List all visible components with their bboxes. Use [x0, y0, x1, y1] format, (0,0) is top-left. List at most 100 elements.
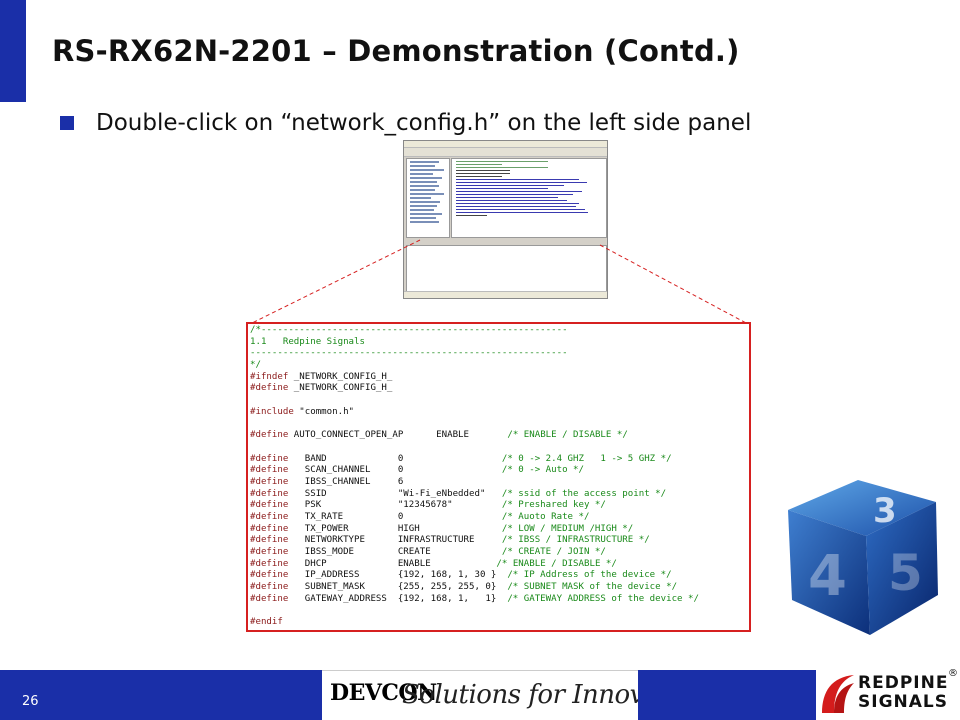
code-comment: /* SUBNET MASK of the device */: [507, 582, 678, 593]
code-directive: #define: [250, 512, 289, 522]
code-comment: /* 0 -> 2.4 GHZ 1 -> 5 GHZ */: [501, 453, 672, 464]
code-comment: /* Preshared key */: [501, 500, 606, 511]
redpine-line2: SIGNALS: [858, 692, 948, 712]
code-macro-name: TX_POWER: [288, 523, 398, 534]
code-directive: #define: [250, 476, 289, 487]
code-line: #define PSK "12345678" /* Preshared key …: [250, 500, 749, 512]
code-macro-name: DHCP: [288, 558, 398, 569]
redpine-line1: REDPINE: [858, 673, 949, 693]
code-line: /*--------------------------------------…: [250, 325, 749, 337]
code-directive: #include: [250, 406, 294, 417]
code-line: [250, 419, 749, 431]
renesas-cube-logo: 3 4 5: [788, 480, 938, 635]
code-comment: /* ENABLE / DISABLE */: [496, 558, 617, 569]
code-macro-value: "Wi-Fi_eNbedded": [397, 488, 502, 499]
svg-text:4: 4: [808, 544, 847, 609]
footer-center-band: [322, 670, 638, 720]
code-line: #include "common.h": [250, 407, 749, 419]
code-macro-value: HIGH: [397, 523, 502, 534]
svg-text:3: 3: [873, 491, 897, 531]
code-comment: /* IP Address of the device */: [507, 570, 672, 581]
title-accent-bar: [0, 0, 26, 102]
code-directive: #define: [250, 500, 289, 511]
code-line: #define SUBNET_MASK {255, 255, 255, 0} /…: [250, 582, 749, 594]
bullet-item: Double-click on “network_config.h” on th…: [60, 110, 751, 136]
code-text: "common.h": [293, 406, 355, 417]
code-comment: 1.1 Redpine Signals: [250, 336, 365, 347]
code-directive: #endif: [250, 617, 283, 628]
code-comment: /* ssid of the access point */: [501, 488, 667, 499]
code-line: #define SCAN_CHANNEL 0 /* 0 -> Auto */: [250, 465, 749, 477]
code-macro-name: IBSS_MODE: [288, 547, 398, 558]
svg-text:5: 5: [888, 544, 923, 602]
footer-left-band: [0, 670, 322, 720]
code-comment: /* GATEWAY ADDRESS of the device */: [507, 593, 699, 604]
code-line: #define GATEWAY_ADDRESS {192, 168, 1, 1}…: [250, 594, 749, 606]
code-macro-value: {255, 255, 255, 0}: [397, 582, 508, 593]
ide-status-bar: [404, 291, 607, 298]
code-line: #define SSID "Wi-Fi_eNbedded" /* ssid of…: [250, 489, 749, 501]
ide-toolbar: [404, 148, 607, 157]
code-line: #ifndef _NETWORK_CONFIG_H_: [250, 372, 749, 384]
redpine-wordmark: REDPINE SIGNALS: [858, 674, 948, 712]
code-directive: #define: [250, 582, 289, 593]
code-macro-name: TX_RATE: [288, 512, 398, 522]
code-macro-value: 0: [397, 465, 502, 476]
code-comment: /* ENABLE / DISABLE */: [507, 430, 628, 441]
code-line: #define AUTO_CONNECT_OPEN_AP ENABLE /* E…: [250, 430, 749, 442]
code-macro-name: AUTO_CONNECT_OPEN_AP: [288, 430, 437, 441]
bullet-text: Double-click on “network_config.h” on th…: [96, 110, 752, 136]
code-comment: /* 0 -> Auto */: [501, 465, 584, 476]
code-comment: /* LOW / MEDIUM /HIGH */: [501, 523, 634, 534]
code-directive: #define: [250, 383, 289, 394]
bullet-square-icon: [60, 116, 74, 130]
code-line: [250, 606, 749, 618]
redpine-swirl-icon: [822, 675, 854, 713]
code-directive: #define: [250, 547, 289, 558]
code-macro-value: "12345678": [397, 500, 502, 511]
code-directive: #define: [250, 523, 289, 534]
code-line: #define DHCP ENABLE /* ENABLE / DISABLE …: [250, 559, 749, 571]
code-macro-name: SSID: [288, 488, 398, 499]
registered-mark: ®: [948, 668, 958, 679]
code-directive: #define: [250, 570, 289, 581]
code-comment: */: [250, 360, 261, 371]
code-comment: ----------------------------------------…: [250, 348, 568, 359]
code-line: #define TX_POWER HIGH /* LOW / MEDIUM /H…: [250, 524, 749, 536]
slide-title: RS-RX62N-2201 – Demonstration (Contd.): [52, 34, 740, 68]
code-line: 1.1 Redpine Signals: [250, 337, 749, 349]
code-line: */: [250, 360, 749, 372]
code-macro-value: 0: [397, 512, 502, 522]
code-directive: #define: [250, 558, 289, 569]
code-macro-name: NETWORKTYPE: [288, 535, 398, 546]
code-comment: /* Auoto Rate */: [501, 512, 590, 522]
code-line: #endif: [250, 617, 749, 629]
code-macro-name: BAND: [288, 453, 398, 464]
page-number: 26: [22, 694, 39, 709]
code-comment: /* IBSS / INFRASTRUCTURE */: [501, 535, 650, 546]
code-macro-value: ENABLE: [436, 430, 508, 441]
code-text: _NETWORK_CONFIG_H_: [288, 371, 393, 382]
ide-project-tree: [406, 158, 450, 238]
code-macro-name: SCAN_CHANNEL: [288, 465, 398, 476]
code-macro-value: 0: [397, 453, 502, 464]
code-macro-value: {192, 168, 1, 30 }: [397, 570, 508, 581]
ide-output-panel: [406, 245, 607, 293]
footer-right-band: [638, 670, 816, 720]
code-macro-name: IBSS_CHANNEL: [288, 476, 398, 487]
code-directive: #define: [250, 488, 289, 499]
redpine-logo-area: [816, 668, 960, 720]
code-macro-name: GATEWAY_ADDRESS: [288, 593, 398, 604]
ide-screenshot-thumbnail: [403, 140, 608, 299]
code-line: #define BAND 0 /* 0 -> 2.4 GHZ 1 -> 5 GH…: [250, 454, 749, 466]
code-line: [250, 395, 749, 407]
code-comment: /* CREATE / JOIN */: [501, 547, 606, 558]
code-macro-value: CREATE: [397, 547, 502, 558]
ide-code-editor: [451, 158, 607, 238]
code-macro-value: 6: [397, 476, 404, 487]
code-macro-value: ENABLE: [397, 558, 497, 569]
code-macro-name: PSK: [288, 500, 398, 511]
code-comment: /*--------------------------------------…: [250, 325, 568, 335]
code-macro-value: {192, 168, 1, 1}: [397, 593, 508, 604]
code-directive: #define: [250, 593, 289, 604]
